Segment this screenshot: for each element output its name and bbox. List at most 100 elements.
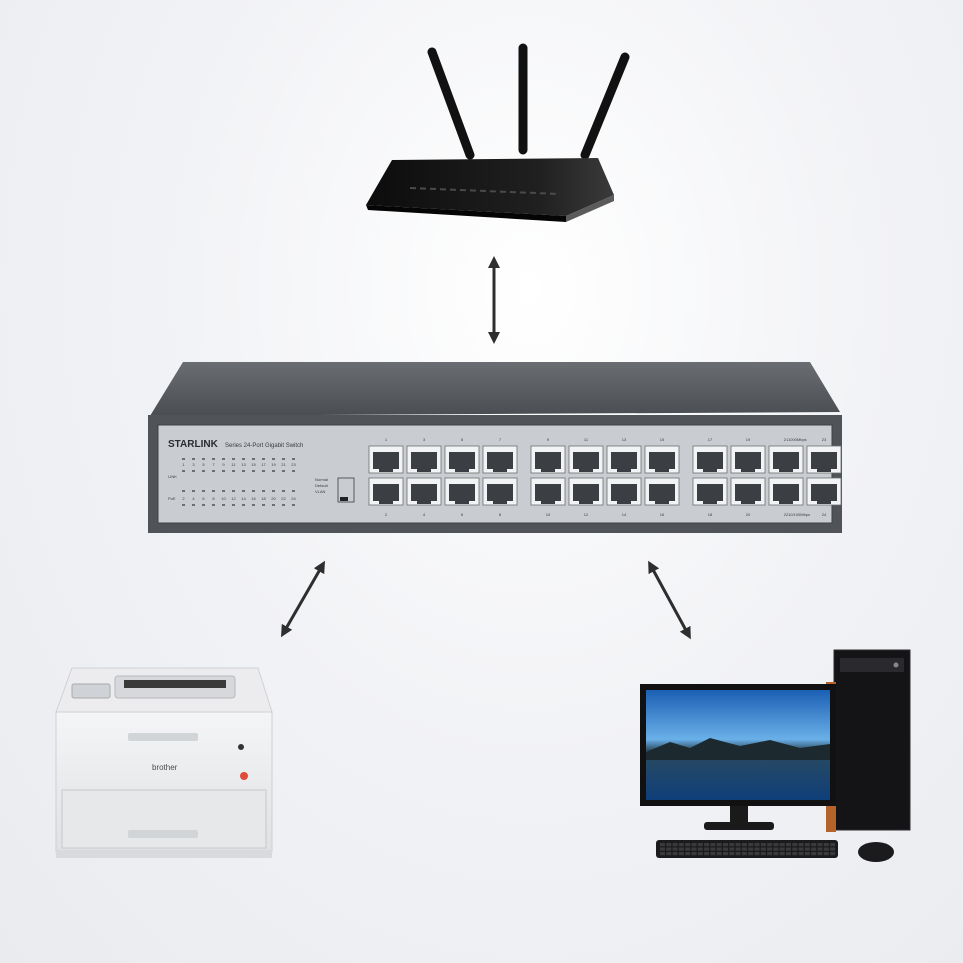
- port-label-top: 21: [784, 437, 789, 442]
- port-label-top: 23: [822, 437, 827, 442]
- keyboard-key: [754, 843, 760, 847]
- status-led: [212, 458, 215, 460]
- keyboard-key: [798, 852, 804, 856]
- keyboard-key: [666, 852, 672, 856]
- printer-brand: brother: [152, 763, 178, 772]
- switch-top: [150, 362, 840, 416]
- ethernet-port-22: [768, 477, 804, 506]
- keyboard-key: [735, 847, 741, 851]
- mode-switch: Normal Default VLAN: [315, 477, 355, 503]
- ethernet-port-9: [530, 445, 566, 474]
- side-label-top: 1000Mbps: [788, 437, 807, 442]
- status-led: [272, 504, 275, 506]
- status-led: [242, 470, 245, 472]
- ethernet-port-15: [644, 445, 680, 474]
- keyboard-key: [729, 852, 735, 856]
- status-led: [182, 490, 185, 492]
- port-label-bottom: 6: [461, 512, 464, 517]
- status-led: [212, 470, 215, 472]
- keyboard-key: [672, 847, 678, 851]
- router-antenna-left: [427, 47, 475, 160]
- keyboard-key: [786, 847, 791, 851]
- led-number: 6: [202, 496, 205, 501]
- keyboard-key: [830, 852, 836, 856]
- keyboard-key: [823, 847, 829, 851]
- switch-model: Series 24-Port Gigabit Switch: [225, 443, 303, 449]
- keyboard-key: [767, 847, 773, 851]
- led-label-link: LINK: [168, 474, 177, 479]
- keyboard-key: [823, 843, 829, 847]
- port-label-bottom: 12: [584, 512, 589, 517]
- ethernet-port-6: [444, 477, 480, 506]
- status-led: [222, 470, 225, 472]
- monitor-base: [704, 822, 774, 830]
- keyboard-key: [672, 852, 678, 856]
- status-led: [202, 458, 205, 460]
- keyboard-key: [773, 843, 779, 847]
- status-led: [192, 490, 195, 492]
- mode-label-normal: Normal: [315, 477, 328, 482]
- keyboard-key: [735, 843, 741, 847]
- keyboard-key: [760, 843, 766, 847]
- status-led: [252, 504, 255, 506]
- keyboard-key: [691, 843, 697, 847]
- keyboard-key: [660, 847, 665, 851]
- ethernet-port-21: [768, 445, 804, 474]
- port-label-bottom: 18: [708, 512, 713, 517]
- port-label-top: 15: [660, 437, 665, 442]
- keyboard-key: [760, 852, 766, 856]
- keyboard-key: [704, 847, 710, 851]
- port-label-bottom: 24: [822, 512, 827, 517]
- keyboard-key: [804, 852, 810, 856]
- port-label-bottom: 4: [423, 512, 426, 517]
- keyboard-key: [716, 843, 722, 847]
- status-led: [252, 470, 255, 472]
- router-antenna-right: [580, 52, 630, 160]
- status-led: [242, 490, 245, 492]
- keyboard-key: [786, 843, 791, 847]
- keyboard-key: [817, 843, 823, 847]
- ethernet-port-8: [482, 477, 518, 506]
- keyboard-key: [748, 843, 754, 847]
- keyboard-key: [830, 843, 836, 847]
- keyboard-key: [786, 852, 791, 856]
- ethernet-port-11: [568, 445, 604, 474]
- ethernet-port-10: [530, 477, 566, 506]
- keyboard-key: [710, 847, 716, 851]
- port-label-top: 11: [584, 437, 589, 442]
- ethernet-port-17: [692, 445, 728, 474]
- status-led: [212, 490, 215, 492]
- status-led: [202, 470, 205, 472]
- keyboard-key: [811, 847, 817, 851]
- led-number: 9: [222, 462, 225, 467]
- printer-paper-tray: [61, 789, 267, 849]
- pc-tower: [833, 649, 911, 831]
- keyboard-key: [754, 847, 760, 851]
- keyboard-key: [697, 852, 703, 856]
- ethernet-port-18: [692, 477, 728, 506]
- port-label-top: 5: [461, 437, 464, 442]
- router: [366, 43, 630, 222]
- mouse: [858, 842, 894, 862]
- ethernet-port-1: [368, 445, 404, 474]
- status-led: [182, 470, 185, 472]
- keyboard-key: [779, 843, 785, 847]
- status-led: [222, 458, 225, 460]
- keyboard-key: [723, 852, 728, 856]
- keyboard-key: [830, 847, 836, 851]
- mode-label-default: Default: [315, 483, 329, 488]
- port-label-top: 17: [708, 437, 713, 442]
- keyboard-key: [704, 843, 710, 847]
- status-led: [232, 458, 235, 460]
- keyboard-key: [678, 847, 684, 851]
- led-number: 3: [192, 462, 195, 467]
- keyboard-key: [678, 843, 684, 847]
- keyboard-key: [716, 847, 722, 851]
- status-led: [232, 504, 235, 506]
- ethernet-port-7: [482, 445, 518, 474]
- keyboard-key: [804, 843, 810, 847]
- keyboard-keys: [660, 843, 836, 856]
- keyboard-key: [723, 847, 728, 851]
